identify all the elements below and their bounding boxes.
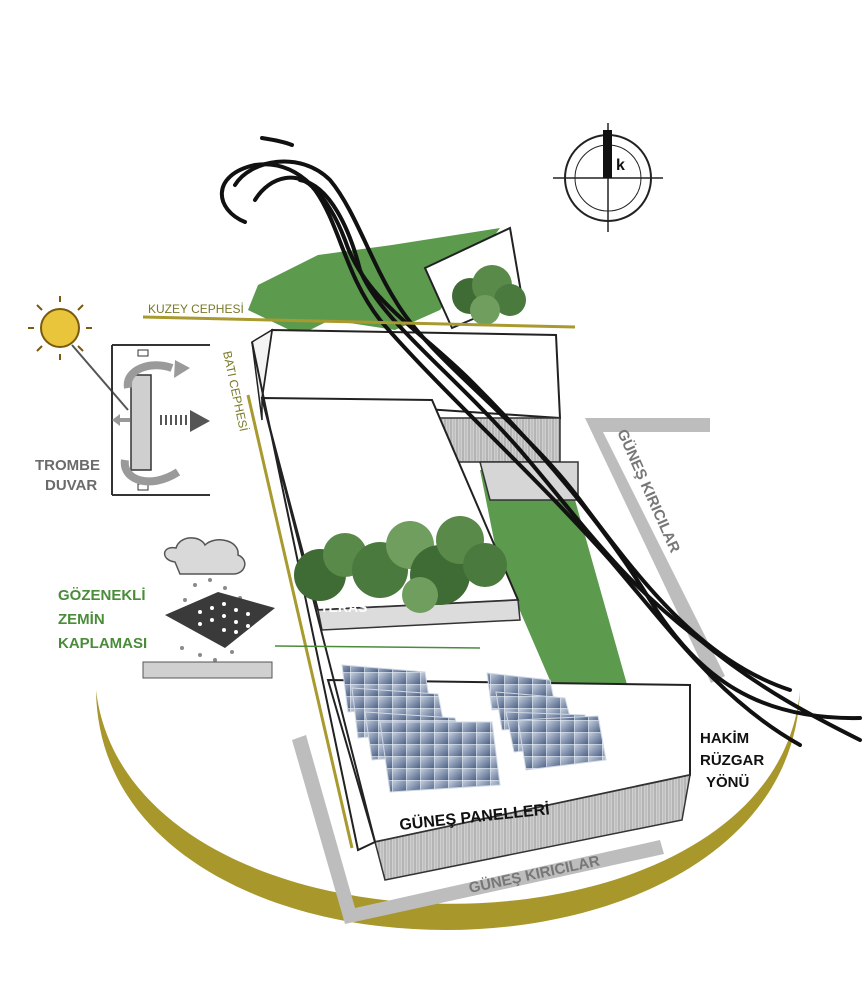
green-area-north: [248, 228, 500, 335]
bati-cephesi-line: [246, 394, 354, 849]
terrace-edge: [317, 599, 521, 631]
bati-cephesi-label: BATI CEPHESİ: [220, 350, 251, 433]
tree-terrace: [294, 516, 507, 613]
gunes-label: GÜNEŞ: [410, 957, 467, 976]
gozenekli-label-1: GÖZENEKLİ: [58, 587, 146, 604]
green-area-east: [480, 470, 628, 692]
trombe-label-2: DUVAR: [45, 477, 97, 494]
sun-shade-bottom: [292, 735, 664, 924]
hakim-label-3: YÖNÜ: [706, 774, 749, 791]
kuzey-cephesi-line: [142, 315, 576, 329]
north-k-label: k: [616, 157, 625, 174]
hakim-label-1: HAKİM: [700, 730, 749, 747]
solar-panels-left: [341, 664, 501, 793]
teras-label: TERAS: [320, 599, 367, 615]
wind-lines: [219, 136, 862, 747]
gozenekli-label-3: KAPLAMASI: [58, 635, 147, 652]
lower-louvers: [374, 774, 691, 881]
hakim-label-2: RÜZGAR: [700, 752, 764, 769]
kuzey-cephesi-label: KUZEY CEPHESİ: [148, 302, 244, 316]
tree-north: [452, 265, 526, 325]
permeable-paving-diagram: [142, 537, 275, 679]
gozenekli-leader: [274, 645, 481, 649]
solar-panels-right: [486, 672, 607, 771]
north-compass-icon: [553, 123, 663, 232]
sun-shade-right: [585, 418, 725, 683]
gozenekli-label-2: ZEMİN: [58, 611, 105, 628]
trombe-wall-diagram: [28, 296, 210, 496]
trombe-label-1: TROMBE: [35, 457, 100, 474]
